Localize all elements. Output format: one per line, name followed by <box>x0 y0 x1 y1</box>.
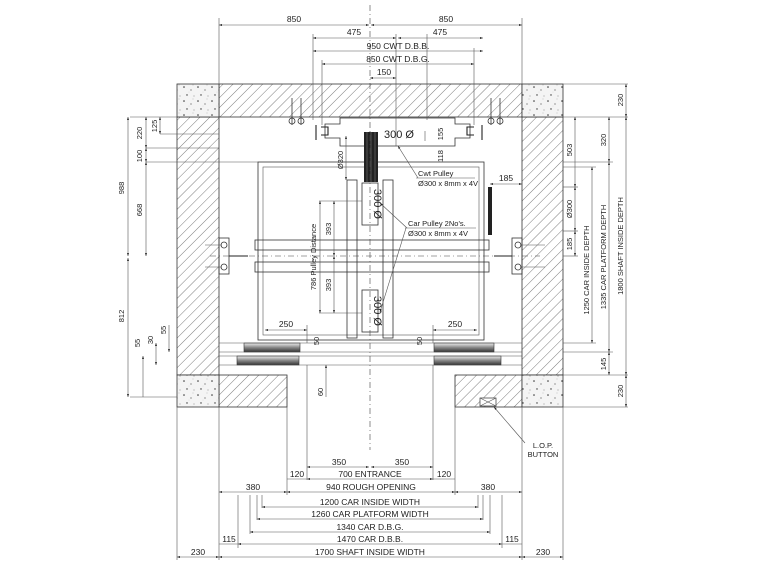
dim-50-right: 50 <box>415 337 424 345</box>
dim-220: 220 <box>135 127 144 140</box>
dim-120-right: 120 <box>437 469 451 479</box>
wall-left <box>176 116 220 376</box>
dim-988: 988 <box>117 182 126 195</box>
dim-entrance: 700 ENTRANCE <box>338 469 402 479</box>
dim-d320: Ø320 <box>336 151 345 169</box>
dim-50-left: 50 <box>312 337 321 345</box>
car-pulley-callout-title: Car Pulley 2No's. <box>408 219 466 228</box>
dim-car-platform-depth: 1335 CAR PLATFORM DEPTH <box>599 205 608 309</box>
car-door-sill-right <box>433 342 495 353</box>
wall-right <box>521 116 564 376</box>
dim-230-top: 230 <box>616 94 625 107</box>
dim-230-right: 230 <box>536 547 550 557</box>
extension-lines <box>130 18 628 560</box>
car-frame <box>205 5 545 450</box>
car-pulley-bottom-label: 300 Ø <box>371 296 383 326</box>
cwt-pulley-callout-spec: Ø300 x 8mm x 4V <box>418 179 478 188</box>
dim-cwt-dbg: 850 CWT D.B.G. <box>366 54 430 64</box>
dim-393-top: 393 <box>324 223 333 236</box>
dim-475-left: 475 <box>347 27 361 37</box>
dim-668: 668 <box>135 204 144 217</box>
dim-car-platform-width: 1260 CAR PLATFORM WIDTH <box>311 509 428 519</box>
pulley-distance-label: 786 Pulley Distance <box>309 224 318 290</box>
dim-60: 60 <box>316 388 325 396</box>
top-dimensions: 850 850 475 475 950 CWT D.B.B. 850 CWT D… <box>219 14 522 79</box>
cwt-pulley-callout-title: Cwt Pulley <box>418 169 454 178</box>
dim-115-right: 115 <box>505 534 519 544</box>
car-operating-panel <box>488 187 492 235</box>
dim-230-bottom: 230 <box>616 385 625 398</box>
dim-350-right: 350 <box>395 457 409 467</box>
car-door-sill-left <box>243 342 301 353</box>
dim-812: 812 <box>117 310 126 323</box>
cwt-rail-bolts-left <box>288 98 305 125</box>
car-pulley-top-label: 300 Ø <box>371 189 383 219</box>
dim-shaft-inside-width: 1700 SHAFT INSIDE WIDTH <box>315 547 425 557</box>
dim-503: 503 <box>565 144 574 157</box>
cwt-rail-bolts-right <box>487 98 504 125</box>
rail-bracket-right <box>494 237 545 275</box>
dim-115-left: 115 <box>222 534 236 544</box>
dim-250-left: 250 <box>279 319 293 329</box>
dim-320: 320 <box>599 134 608 147</box>
dim-185-vertical: 185 <box>565 238 574 251</box>
dim-125: 125 <box>150 120 159 133</box>
dim-185-horizontal: 185 <box>499 173 513 183</box>
concrete-column-top-right <box>521 83 564 118</box>
cwt-pulley-diameter-label: 300 Ø <box>384 129 414 141</box>
wall-top <box>218 83 523 118</box>
bottom-dimensions: 350 350 120 700 ENTRANCE 120 380 940 ROU… <box>177 457 563 558</box>
concrete-column-bottom-right <box>521 374 564 408</box>
dim-55-a: 55 <box>133 339 142 347</box>
dim-30: 30 <box>146 336 155 344</box>
dim-393-bottom: 393 <box>324 279 333 292</box>
lop-label-line1: L.O.P. <box>533 441 553 450</box>
dim-car-inside-depth: 1250 CAR INSIDE DEPTH <box>582 225 591 314</box>
dim-250-right: 250 <box>448 319 462 329</box>
wall-front-left <box>218 374 288 408</box>
dim-d300: Ø300 <box>565 200 574 218</box>
concrete-column-bottom-left <box>176 374 220 408</box>
dim-car-inside-width: 1200 CAR INSIDE WIDTH <box>320 497 420 507</box>
lop-label-line2: BUTTON <box>528 450 559 459</box>
dim-120-left: 120 <box>290 469 304 479</box>
concrete-column-top-left <box>176 83 220 118</box>
dim-350-left: 350 <box>332 457 346 467</box>
dim-55-b: 55 <box>159 326 168 334</box>
dim-230-left: 230 <box>191 547 205 557</box>
left-dimensions: 988 812 220 125 100 668 55 30 55 <box>117 117 258 397</box>
dim-475-right: 475 <box>433 27 447 37</box>
dim-850-right: 850 <box>439 14 453 24</box>
dim-155: 155 <box>436 128 445 141</box>
callouts: Cwt Pulley Ø300 x 8mm x 4V Car Pulley 2N… <box>379 145 559 459</box>
dim-118: 118 <box>436 150 445 162</box>
dim-380-right: 380 <box>481 482 495 492</box>
dim-150: 150 <box>377 67 391 77</box>
dim-145: 145 <box>599 358 608 371</box>
landing-door-sill-right <box>433 355 502 366</box>
car-pulley-callout-spec: Ø300 x 8mm x 4V <box>408 229 468 238</box>
shaft-walls <box>176 83 564 408</box>
dim-rough-opening: 940 ROUGH OPENING <box>326 482 416 492</box>
dim-cwt-dbb: 950 CWT D.B.B. <box>367 41 430 51</box>
dim-shaft-inside-depth: 1800 SHAFT INSIDE DEPTH <box>616 197 625 295</box>
dim-car-dbb: 1470 CAR D.B.B. <box>337 534 403 544</box>
rail-bracket-left <box>205 237 248 275</box>
dim-car-dbg: 1340 CAR D.B.G. <box>336 522 403 532</box>
landing-door-sill-left <box>236 355 300 366</box>
right-dimensions: 230 1800 SHAFT INSIDE DEPTH 230 320 1335… <box>490 84 627 407</box>
dim-100: 100 <box>135 150 144 163</box>
center-dimensions: 300 Ø 155 118 Ø320 300 Ø 300 Ø 393 393 7… <box>265 128 477 397</box>
dim-380-left: 380 <box>246 482 260 492</box>
dim-850-left: 850 <box>287 14 301 24</box>
